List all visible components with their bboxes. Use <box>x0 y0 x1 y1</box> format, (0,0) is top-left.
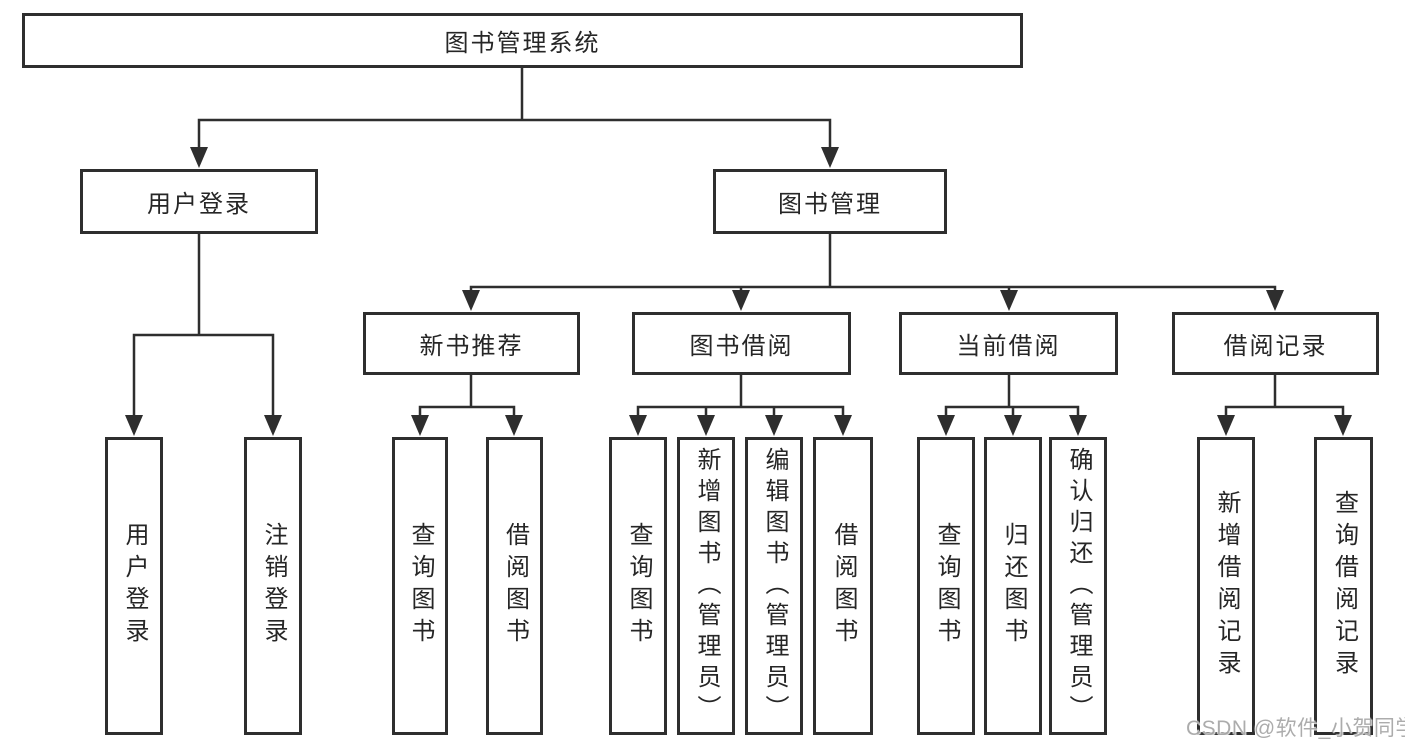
leaf-label: 查询图书 <box>625 522 652 650</box>
connector-current-borrow-children <box>944 373 1080 417</box>
node-library-management-system: 图书管理系统 <box>22 13 1023 68</box>
leaf-label: 查询借阅记录 <box>1330 490 1358 682</box>
leaf-borrow-books-recommend: 借阅图书 <box>486 437 543 735</box>
node-label: 用户登录 <box>147 191 251 218</box>
node-book-borrowing: 图书借阅 <box>632 312 851 375</box>
leaf-label: 查询图书 <box>933 522 960 650</box>
node-user-login: 用户登录 <box>80 169 318 234</box>
leaf-label: 归还图书 <box>1000 522 1027 650</box>
arrowhead-icons <box>125 147 1352 436</box>
connector-root-to-level2 <box>197 66 832 148</box>
node-book-management: 图书管理 <box>713 169 947 234</box>
leaf-label: 编辑图书（管理员） <box>761 446 788 726</box>
connector-user-login-children <box>132 232 275 416</box>
connector-borrow-records-children <box>1224 373 1345 417</box>
node-label: 图书管理 <box>778 191 882 218</box>
leaf-query-borrow-record: 查询借阅记录 <box>1314 437 1373 735</box>
node-label: 图书管理系统 <box>444 30 601 57</box>
node-current-borrowing: 当前借阅 <box>899 312 1118 375</box>
node-borrowing-records: 借阅记录 <box>1172 312 1379 375</box>
leaf-add-book-admin: 新增图书（管理员） <box>677 437 735 735</box>
leaf-query-books-recommend: 查询图书 <box>392 437 448 735</box>
leaf-query-books-borrowing: 查询图书 <box>609 437 667 735</box>
node-new-book-recommend: 新书推荐 <box>363 312 580 375</box>
leaf-label: 新增图书（管理员） <box>693 446 720 726</box>
leaf-label: 新增借阅记录 <box>1213 490 1240 682</box>
leaf-label: 借阅图书 <box>830 522 857 650</box>
leaf-edit-book-admin: 编辑图书（管理员） <box>745 437 803 735</box>
leaf-query-books-current: 查询图书 <box>917 437 975 735</box>
node-label: 新书推荐 <box>419 333 524 360</box>
node-label: 当前借阅 <box>956 333 1061 360</box>
leaf-logout: 注销登录 <box>244 437 302 735</box>
leaf-label: 注销登录 <box>260 522 287 650</box>
connector-book-borrow-children <box>636 373 845 417</box>
leaf-label: 确认归还（管理员） <box>1065 446 1092 726</box>
leaf-return-book: 归还图书 <box>984 437 1042 735</box>
node-label: 借阅记录 <box>1223 333 1328 360</box>
leaf-label: 查询图书 <box>407 522 434 650</box>
leaf-borrow-books-borrowing: 借阅图书 <box>813 437 873 735</box>
leaf-user-login: 用户登录 <box>105 437 163 735</box>
leaf-add-borrow-record: 新增借阅记录 <box>1197 437 1255 735</box>
csdn-watermark: CSDN @软件_小贺同学 <box>1186 717 1405 740</box>
leaf-confirm-return-admin: 确认归还（管理员） <box>1049 437 1107 735</box>
connector-book-mgmt-children <box>469 232 1277 292</box>
connector-new-book-children <box>418 373 516 417</box>
node-label: 图书借阅 <box>689 333 794 360</box>
leaf-label: 用户登录 <box>121 522 148 650</box>
leaf-label: 借阅图书 <box>501 522 529 650</box>
